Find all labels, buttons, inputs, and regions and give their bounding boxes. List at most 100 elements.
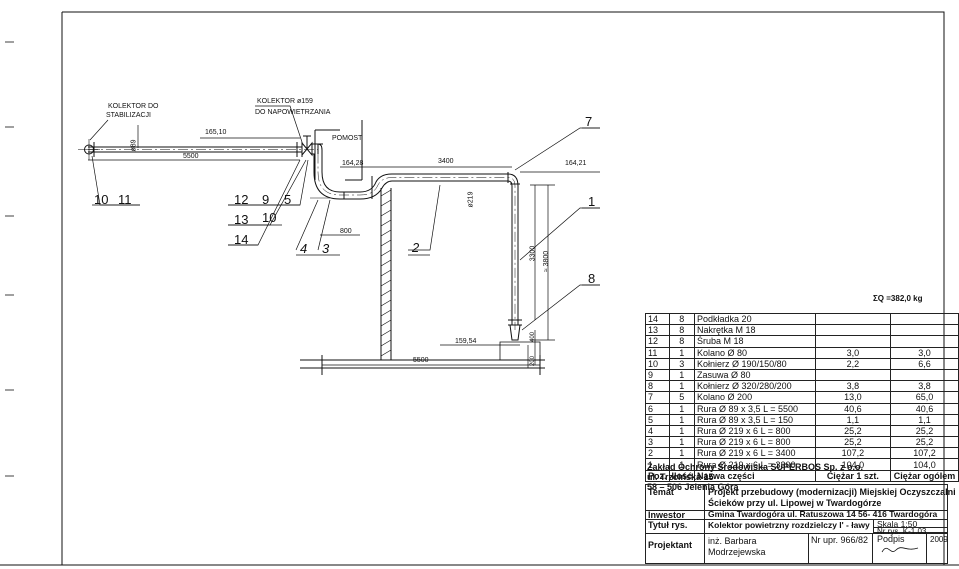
tb-temat-2: Ścieków przy ul. Lipowej w Twardogórze bbox=[708, 498, 882, 508]
cell-poz: 2 bbox=[645, 447, 670, 460]
cell-poz: 6 bbox=[645, 402, 670, 415]
cell-poz: 3 bbox=[645, 436, 670, 449]
total-weight: ΣQ =382,0 kg bbox=[873, 294, 923, 303]
dim-5500-bottom: 5500 bbox=[413, 357, 429, 364]
cell-ciezar-ogolem: 25,2 bbox=[890, 436, 959, 449]
cell-ilosc: 5 bbox=[668, 391, 696, 404]
cell-ilosc: 1 bbox=[668, 368, 696, 382]
cell-poz: 7 bbox=[645, 391, 670, 404]
tb-scale-divider bbox=[873, 527, 948, 528]
cell-nazwa: Rura Ø 219 x 6 L = 800 bbox=[694, 436, 816, 449]
cell-ciezar-ogolem bbox=[890, 324, 959, 337]
support-pad bbox=[499, 341, 541, 361]
tb-projektant-1: inż. Barbara bbox=[708, 536, 757, 546]
pipe-centerline bbox=[88, 149, 516, 330]
dim-800: 800 bbox=[340, 228, 352, 235]
tb-year-cell bbox=[926, 533, 948, 564]
tb-temat-1: Projekt przebudowy (modernizacji) Miejsk… bbox=[708, 487, 956, 497]
cell-ciezar-ogolem: 3,8 bbox=[890, 380, 959, 393]
tb-tytul-label: Tytuł rys. bbox=[648, 520, 688, 530]
tb-nr-rys: Nr rys. K-1.03 bbox=[877, 527, 927, 536]
label-d219: ø219 bbox=[467, 191, 475, 208]
label-kolektor-napow-2: DO NAPOWIETRZANIA bbox=[255, 109, 331, 116]
tb-row-divider-1 bbox=[645, 510, 948, 511]
company-line2: ul. Trzcińska 15 bbox=[647, 472, 714, 482]
header-ciezar-1: Ciężar 1 szt. bbox=[814, 469, 892, 482]
cell-ilosc: 1 bbox=[668, 380, 696, 393]
cell-ilosc: 1 bbox=[668, 436, 696, 449]
cell-ilosc: 1 bbox=[668, 447, 696, 460]
callout-10a: 10 bbox=[94, 192, 109, 207]
cell-nazwa: Kołnierz Ø 320/280/200 bbox=[694, 380, 816, 393]
cell-nazwa: Nakrętka M 18 bbox=[694, 324, 816, 337]
cell-ciezar-ogolem bbox=[890, 312, 959, 326]
cell-ilosc: 8 bbox=[668, 312, 696, 326]
cell-poz: 4 bbox=[645, 424, 670, 438]
callout-10b: 10 bbox=[262, 210, 277, 225]
cell-ciezar-1 bbox=[814, 335, 892, 348]
tb-skala: Skala 1:50 bbox=[877, 519, 918, 529]
cell-ilosc: 8 bbox=[668, 335, 696, 348]
cell-ciezar-ogolem: 107,2 bbox=[890, 447, 959, 460]
tb-rok: 2009 bbox=[930, 535, 948, 544]
cell-nazwa: Rura Ø 89 x 3,5 L = 5500 bbox=[694, 402, 816, 415]
wall bbox=[380, 188, 392, 360]
signature bbox=[881, 547, 919, 553]
cell-nazwa: Rura Ø 89 x 3,5 L = 150 bbox=[694, 413, 816, 426]
cell-nazwa: Podkładka 20 bbox=[694, 312, 816, 326]
callout-5: 5 bbox=[284, 192, 292, 207]
dim-159-54: 159,54 bbox=[455, 338, 477, 345]
tb-tytul: Kolektor powietrzny rozdzielczy I' - ław… bbox=[708, 520, 870, 530]
label-kolektor-stab-2: STABILIZACJI bbox=[106, 112, 151, 119]
cell-ciezar-ogolem bbox=[890, 368, 959, 382]
cell-ciezar-ogolem bbox=[890, 335, 959, 348]
dim-165-10: 165,10 bbox=[205, 129, 227, 136]
tb-row-divider-3 bbox=[645, 533, 948, 534]
company-line1: Zakład Ochrony Środowiska SUPERBOS Sp. z… bbox=[647, 462, 864, 472]
label-kolektor-stab-1: KOLEKTOR DO bbox=[108, 103, 159, 110]
cell-ciezar-ogolem: 6,6 bbox=[890, 357, 959, 370]
dim-164-28: 164,28 bbox=[342, 160, 364, 167]
cell-ilosc: 3 bbox=[668, 357, 696, 370]
cell-poz: 11 bbox=[645, 346, 670, 359]
tb-nrupr-cell bbox=[808, 533, 873, 564]
label-kolektor-napow-1: KOLEKTOR ø159 bbox=[257, 98, 313, 105]
cell-ciezar-1: 1,1 bbox=[814, 413, 892, 426]
cell-ciezar-1: 25,2 bbox=[814, 436, 892, 449]
tb-scale-cell bbox=[873, 519, 948, 533]
cell-poz: 9 bbox=[645, 368, 670, 382]
cell-ciezar-1: 3,0 bbox=[814, 346, 892, 359]
dim-200: 200 bbox=[530, 355, 537, 367]
tb-inwestor: Gmina Twardogóra ul. Ratuszowa 14 56- 41… bbox=[708, 509, 938, 519]
cell-poz: 5 bbox=[645, 413, 670, 426]
cell-ilosc: 1 bbox=[668, 424, 696, 438]
callout-9: 9 bbox=[262, 192, 270, 207]
cell-ilosc: 1 bbox=[668, 413, 696, 426]
cell-ciezar-ogolem: 40,6 bbox=[890, 402, 959, 415]
cell-nazwa: Rura Ø 219 x 6 L = 3400 bbox=[694, 447, 816, 460]
cell-nazwa: Kołnierz Ø 190/150/80 bbox=[694, 357, 816, 370]
cell-ciezar-ogolem: 1,1 bbox=[890, 413, 959, 426]
cell-ilosc: 8 bbox=[668, 324, 696, 337]
cell-ilosc: 1 bbox=[668, 346, 696, 359]
cell-poz: 8 bbox=[645, 380, 670, 393]
dim-3800: ≈ 3800 bbox=[543, 250, 551, 273]
cell-ciezar-1 bbox=[814, 312, 892, 326]
cell-nazwa: Rura Ø 219 x 6 L = 800 bbox=[694, 424, 816, 438]
callout-1: 1 bbox=[588, 194, 596, 209]
dim-3400: 3400 bbox=[438, 158, 454, 165]
tb-col-divider bbox=[645, 484, 705, 564]
tb-temat-label: Temat bbox=[648, 487, 674, 497]
tb-row-divider-2 bbox=[645, 519, 948, 520]
callout-underlines bbox=[92, 127, 600, 286]
dim-5500-top: 5500 bbox=[183, 153, 199, 160]
